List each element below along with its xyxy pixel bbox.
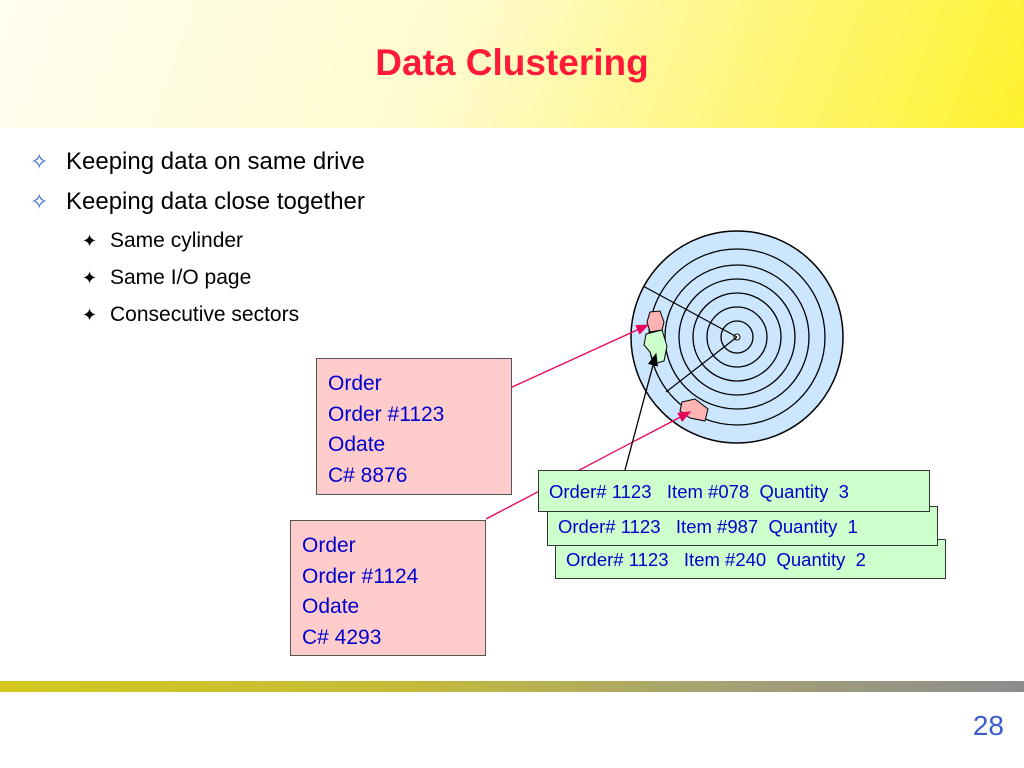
record-line: C# 4293 (302, 625, 382, 649)
bullet-text: Keeping data on same drive (66, 148, 365, 175)
record-line: C# 8876 (328, 463, 408, 487)
order-record-1124: Order Order #1124 Odate C# 4293 (290, 520, 486, 656)
bullet-level2: ✦ Consecutive sectors (30, 300, 365, 337)
bullet-text: Keeping data close together (66, 188, 365, 215)
arrow-order-1123 (509, 324, 650, 389)
bullet-level2: ✦ Same I/O page (30, 263, 365, 300)
bullet-text: Same I/O page (110, 266, 252, 289)
star-bullet-icon: ✦ (82, 231, 98, 251)
slide-title: Data Clustering (375, 42, 649, 83)
record-line: Odate (302, 595, 360, 618)
sector-boundary (642, 285, 738, 338)
bullet-level1: ✧ Keeping data on same drive (30, 146, 365, 186)
order-item-record-987: Order# 1123 Item #987 Quantity 1 (547, 506, 938, 546)
bullet-text: Same cylinder (110, 229, 244, 252)
disk-track (692, 292, 782, 382)
record-line: Order (328, 372, 382, 395)
bullet-text: Consecutive sectors (110, 303, 300, 326)
disk-track (678, 278, 796, 396)
order-item-record-078: Order# 1123 Item #078 Quantity 3 (538, 470, 930, 512)
disk-track (664, 264, 810, 410)
diamond-bullet-icon: ✧ (30, 189, 49, 214)
bullet-level1: ✧ Keeping data close together (30, 186, 365, 226)
arrow-order-items (624, 352, 659, 471)
star-bullet-icon: ✦ (82, 305, 98, 325)
page-number: 28 (972, 710, 1004, 741)
record-line: Order (302, 534, 356, 557)
arrow-order-1124 (485, 411, 692, 520)
item-block-1123 (643, 329, 668, 365)
record-line: Odate (328, 433, 386, 456)
order-block-1123 (646, 310, 665, 333)
title-banner (0, 0, 1024, 128)
footer-bar (0, 681, 1024, 692)
sector-boundary (665, 336, 738, 393)
record-line: Order #1124 (302, 564, 419, 588)
disk-track (720, 320, 754, 354)
star-bullet-icon: ✦ (82, 268, 98, 288)
disk-track (706, 306, 768, 368)
bullet-level2: ✦ Same cylinder (30, 226, 365, 263)
bullet-list: ✧ Keeping data on same drive ✧ Keeping d… (30, 146, 365, 337)
order-record-1123: Order Order #1123 Odate C# 8876 (316, 358, 512, 495)
diamond-bullet-icon: ✧ (30, 149, 49, 174)
record-line: Order #1123 (328, 402, 445, 426)
